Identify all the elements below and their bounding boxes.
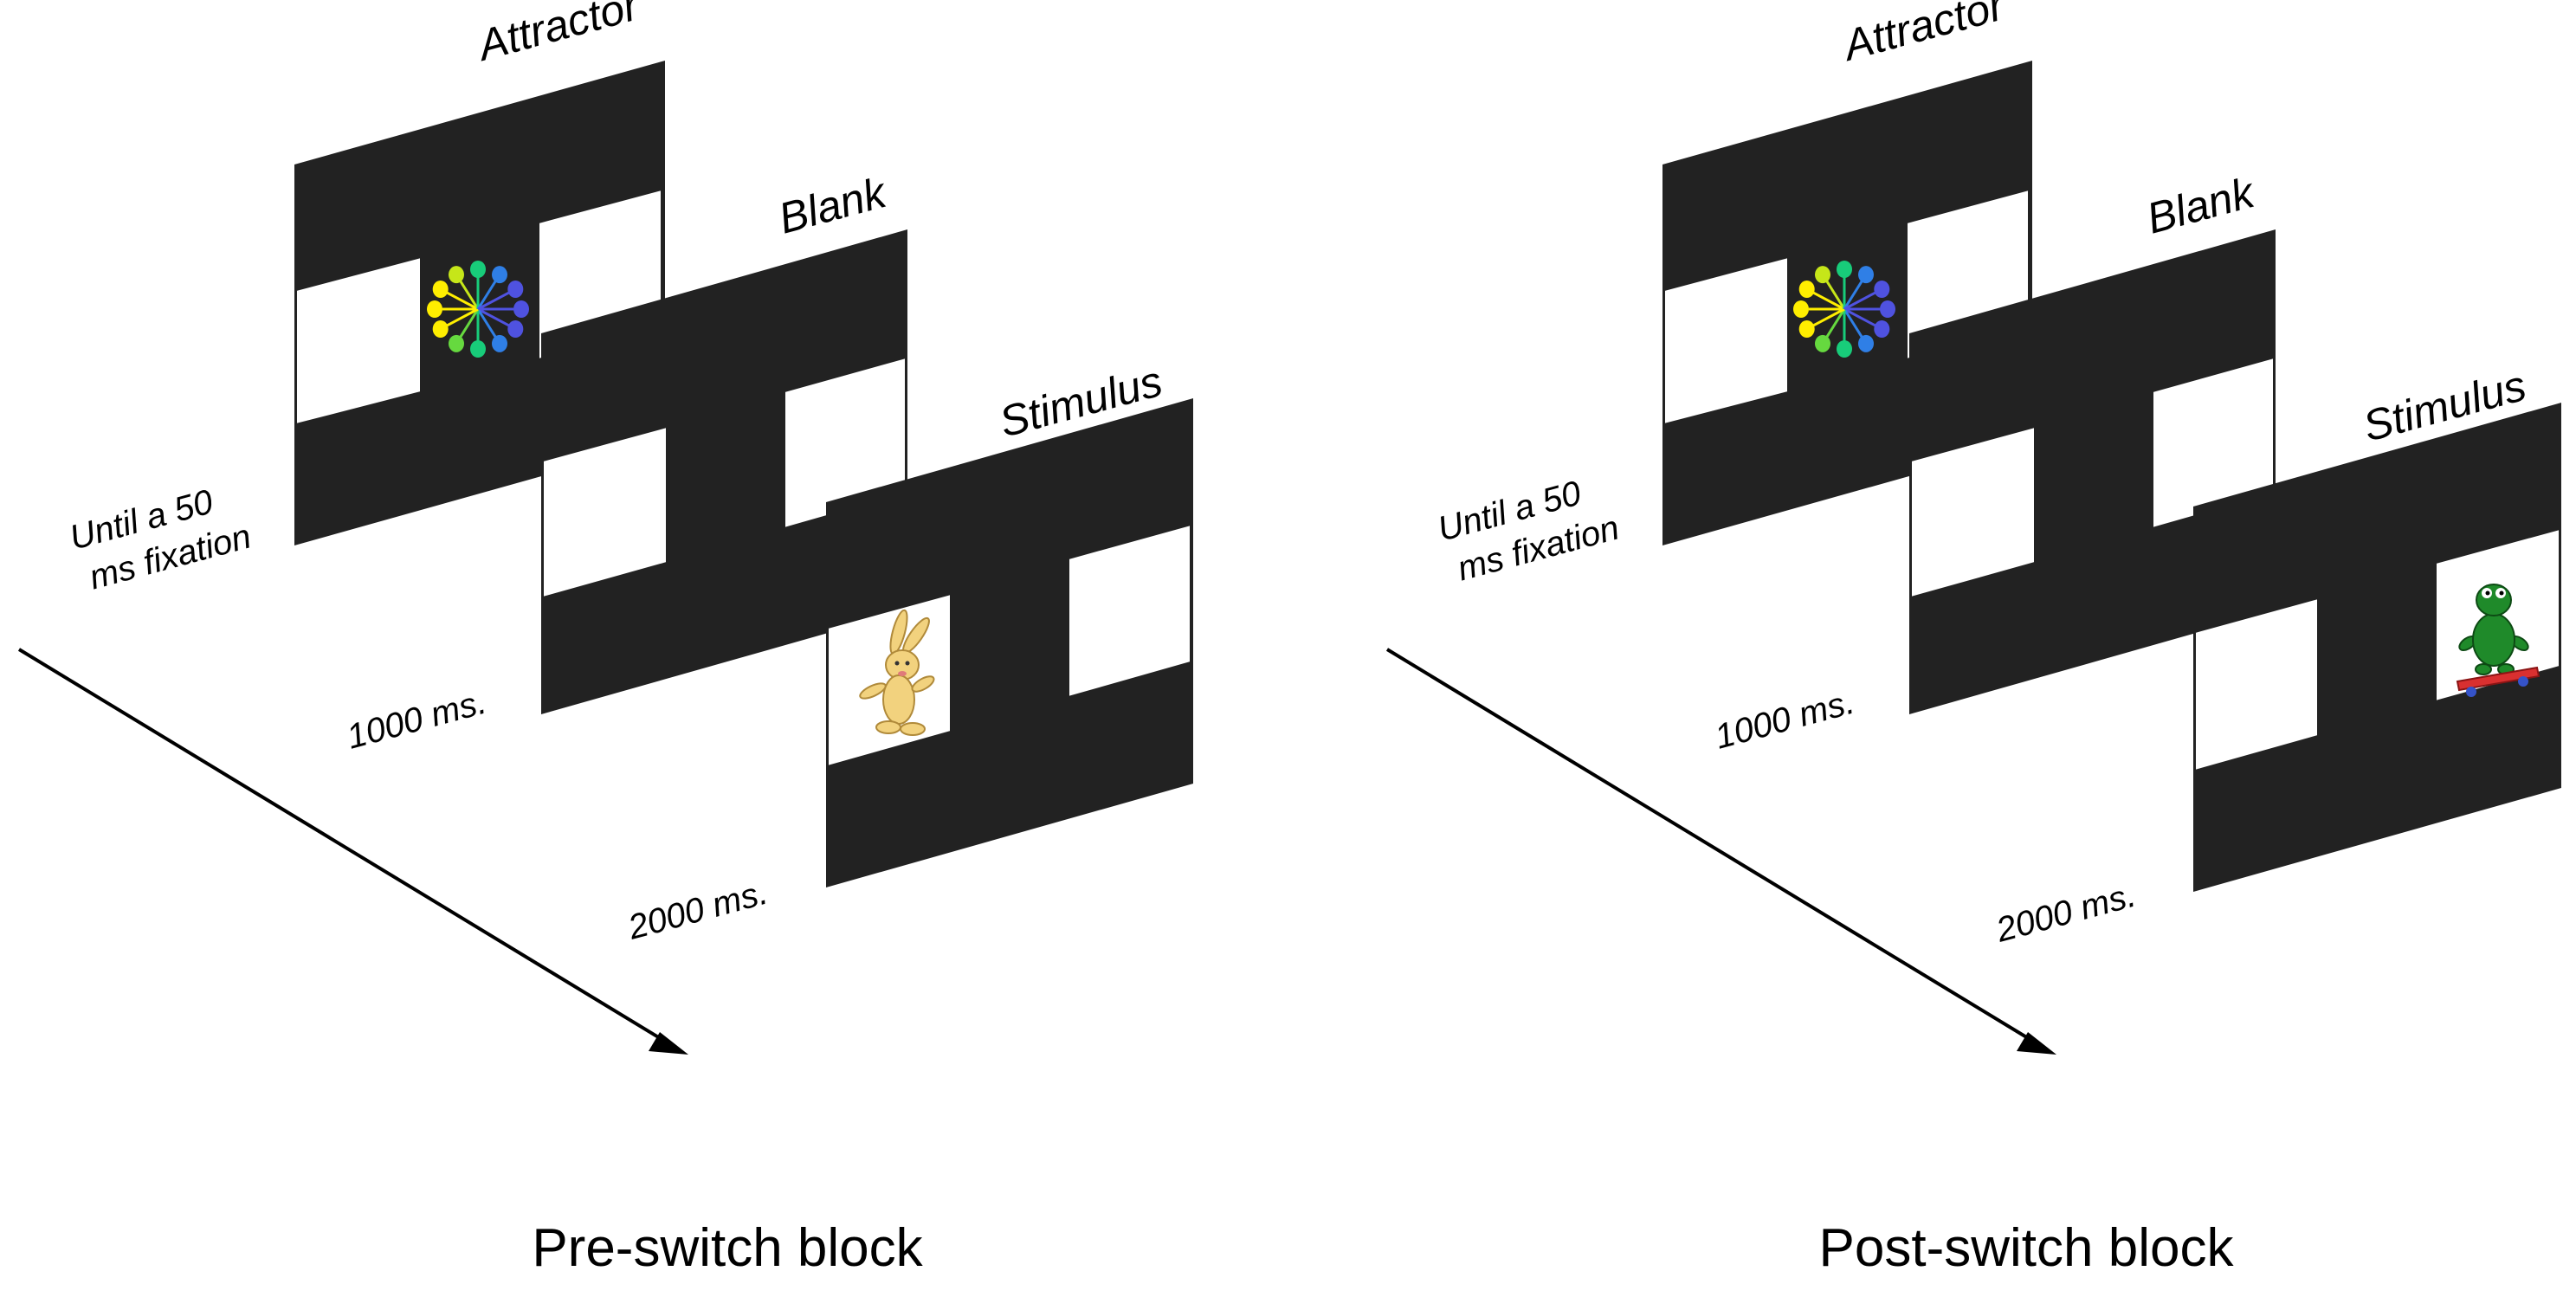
attractor-duration-label: Until a 50 ms fixation [1434, 467, 1624, 590]
pre-switch-block: Attractor Blank Stimulus Until a 50 ms f… [17, 0, 1193, 1278]
blank-duration-label: 1000 ms. [1711, 683, 1858, 757]
blank-screen: Blank [1909, 167, 2276, 714]
attractor-starburst-icon [1793, 261, 1895, 358]
time-arrow [17, 648, 688, 1055]
blank-title: Blank [773, 167, 893, 242]
blank-duration-label: 1000 ms. [343, 683, 490, 757]
attractor-duration-label: Until a 50 ms fixation [66, 475, 255, 599]
post-switch-block-label: Post-switch block [1819, 1218, 2235, 1278]
stimulus-duration-label: 2000 ms. [1992, 876, 2140, 950]
turtle-on-skateboard-icon [2456, 584, 2540, 697]
pre-switch-block-label: Pre-switch block [532, 1218, 923, 1278]
blank-title: Blank [2141, 167, 2261, 242]
attractor-title: Attractor [470, 0, 645, 70]
post-switch-block: Attractor Blank Stimulus Until a 50 ms f… [1385, 0, 2561, 1278]
rabbit-icon [859, 609, 935, 736]
stimulus-duration-label: 2000 ms. [623, 874, 772, 947]
blank-screen: Blank [541, 167, 907, 714]
stimulus-screen: Stimulus [826, 357, 1193, 887]
time-arrow [1385, 648, 2056, 1055]
attractor-title: Attractor [1836, 0, 2011, 70]
attractor-starburst-icon [427, 261, 529, 358]
